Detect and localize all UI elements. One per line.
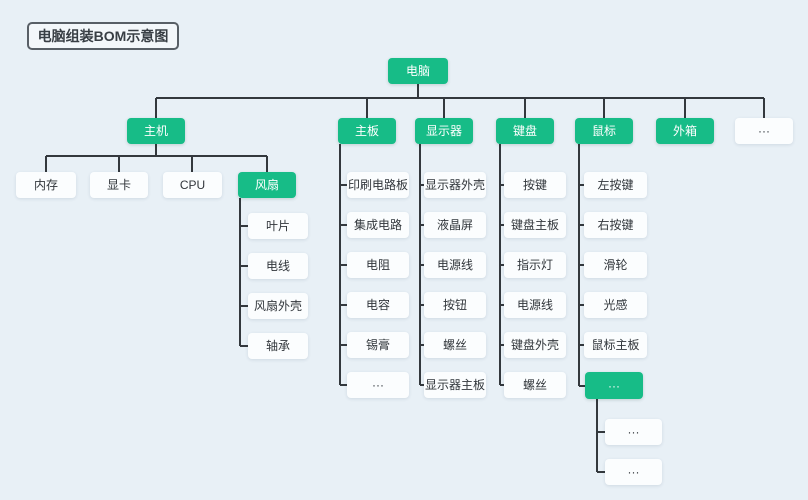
node-keyboard-board: 键盘主板 bbox=[504, 212, 566, 238]
node-motherboard: 主板 bbox=[338, 118, 396, 144]
node-solder-paste: 锡膏 bbox=[347, 332, 409, 358]
node-graphics-card: 显卡 bbox=[90, 172, 148, 198]
node-monitor-button: 按钮 bbox=[424, 292, 486, 318]
node-host: 主机 bbox=[127, 118, 185, 144]
connector-mouse-more-children bbox=[596, 399, 605, 473]
connector-host-children bbox=[45, 144, 268, 172]
connector-mouse-children bbox=[578, 144, 585, 387]
node-fan-blade: 叶片 bbox=[248, 213, 308, 239]
node-monitor: 显示器 bbox=[415, 118, 473, 144]
node-keyboard: 键盘 bbox=[496, 118, 554, 144]
node-keys: 按键 bbox=[504, 172, 566, 198]
node-memory: 内存 bbox=[16, 172, 76, 198]
node-left-button: 左按键 bbox=[584, 172, 647, 198]
node-keyboard-power-cord: 电源线 bbox=[504, 292, 566, 318]
node-pcb: 印刷电路板 bbox=[347, 172, 409, 198]
node-monitor-shell: 显示器外壳 bbox=[424, 172, 486, 198]
node-light-sensor: 光感 bbox=[584, 292, 647, 318]
node-mouse-ellipsis: ··· bbox=[585, 372, 643, 399]
node-monitor-board: 显示器主板 bbox=[424, 372, 486, 398]
connector-motherboard-children bbox=[339, 144, 347, 386]
node-monitor-power-cord: 电源线 bbox=[424, 252, 486, 278]
node-outer-case: 外箱 bbox=[656, 118, 714, 144]
node-mouse-board: 鼠标主板 bbox=[584, 332, 647, 358]
node-fan-bearing: 轴承 bbox=[248, 333, 308, 359]
node-fan-shell: 风扇外壳 bbox=[248, 293, 308, 319]
node-motherboard-ellipsis: ··· bbox=[347, 372, 409, 398]
connector-fan-children bbox=[239, 198, 248, 347]
node-cpu: CPU bbox=[163, 172, 222, 198]
node-monitor-screw: 螺丝 bbox=[424, 332, 486, 358]
node-fan: 风扇 bbox=[238, 172, 296, 198]
diagram-title: 电脑组装BOM示意图 bbox=[27, 22, 179, 50]
node-capacitor: 电容 bbox=[347, 292, 409, 318]
node-indicator-light: 指示灯 bbox=[504, 252, 566, 278]
node-lcd-screen: 液晶屏 bbox=[424, 212, 486, 238]
connector-root-to-level2 bbox=[155, 84, 765, 118]
node-keyboard-shell: 键盘外壳 bbox=[504, 332, 566, 358]
node-resistor: 电阻 bbox=[347, 252, 409, 278]
node-scroll-wheel: 滑轮 bbox=[584, 252, 647, 278]
node-more-item-1: ··· bbox=[605, 419, 662, 445]
connector-keyboard-children bbox=[499, 144, 504, 386]
node-integrated-circuit: 集成电路 bbox=[347, 212, 409, 238]
node-more-item-2: ··· bbox=[605, 459, 662, 485]
node-keyboard-screw: 螺丝 bbox=[504, 372, 566, 398]
node-fan-wire: 电线 bbox=[248, 253, 308, 279]
node-computer: 电脑 bbox=[388, 58, 448, 84]
node-level2-ellipsis: ··· bbox=[735, 118, 793, 144]
connector-monitor-children bbox=[419, 144, 424, 386]
node-right-button: 右按键 bbox=[584, 212, 647, 238]
node-mouse: 鼠标 bbox=[575, 118, 633, 144]
